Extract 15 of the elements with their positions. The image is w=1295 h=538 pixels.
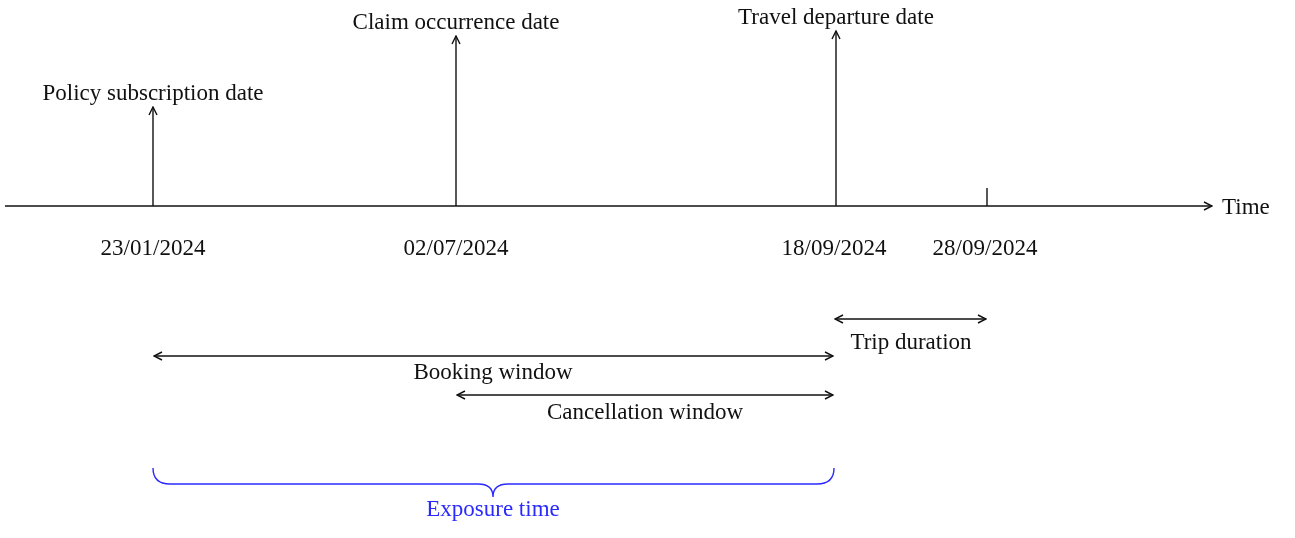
brace-label: Exposure time	[426, 496, 560, 522]
date-label: 18/09/2024	[781, 235, 887, 261]
event-label: Claim occurrence date	[352, 9, 560, 35]
axis-label: Time	[1222, 194, 1270, 220]
interval-label: Cancellation window	[546, 399, 744, 425]
date-label: 23/01/2024	[100, 235, 206, 261]
event-label: Policy subscription date	[42, 80, 264, 106]
event-label: Travel departure date	[738, 4, 934, 30]
arrow	[451, 35, 461, 207]
interval-label: Booking window	[413, 359, 573, 385]
date-label: 28/09/2024	[932, 235, 1038, 261]
arrow	[831, 30, 841, 207]
arrow	[148, 106, 158, 207]
interval-label: Trip duration	[850, 329, 972, 355]
date-label: 02/07/2024	[403, 235, 509, 261]
